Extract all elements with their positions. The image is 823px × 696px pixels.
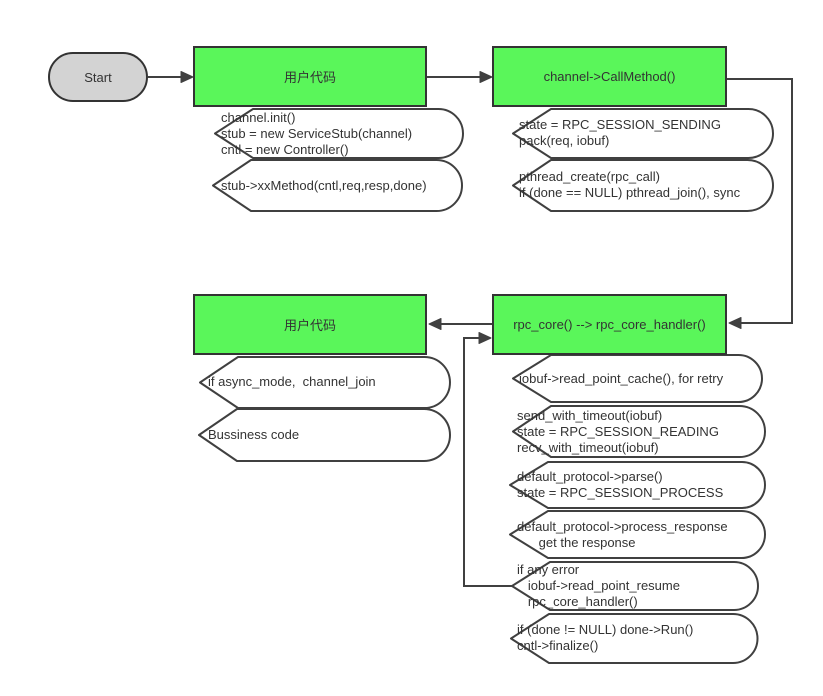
annotation-shape-stub-call [212, 159, 463, 212]
arrowhead-user-code-to-callmethod [479, 71, 493, 83]
node-user-code-mid-label: 用户代码 [283, 318, 336, 333]
annotation-shape-pthread-create [512, 159, 774, 212]
annotation-shape-business-code [198, 408, 451, 462]
annotation-shape-finalize [510, 613, 759, 664]
connector-callmethod-to-rpc-core [727, 78, 793, 324]
annotation-shape-process-response [509, 510, 766, 559]
annotation-text-process-response: default_protocol->process_response get t… [517, 519, 728, 550]
annotation-shape-session-process [509, 461, 766, 509]
annotation-text-stub-call: stub->xxMethod(cntl,req,resp,done) [221, 178, 427, 193]
arrowhead-callmethod-to-rpc-core [728, 317, 742, 329]
node-start-label: Start [84, 69, 112, 85]
annotation-shape-read-point-cache [512, 354, 763, 403]
annotation-shape-error-retry [511, 561, 759, 611]
node-user-code-mid: 用户代码 [193, 294, 427, 355]
node-call-method-label: channel->CallMethod() [543, 69, 676, 84]
node-rpc-core-label: rpc_core() --> rpc_core_handler() [513, 317, 706, 332]
annotation-text-session-sending: state = RPC_SESSION_SENDING pack(req, io… [519, 117, 721, 148]
annotation-text-pthread-create: pthread_create(rpc_call) if (done == NUL… [519, 169, 741, 200]
arrowhead-rpc-core-to-user-code [428, 318, 442, 330]
node-start: Start [48, 52, 148, 102]
annotation-shape-session-sending [512, 108, 774, 159]
node-user-code-top: 用户代码 [193, 46, 427, 107]
node-user-code-top-label: 用户代码 [283, 70, 336, 85]
annotation-text-session-reading: send_with_timeout(iobuf) state = RPC_SES… [517, 408, 719, 455]
annotation-shape-async-join [199, 356, 451, 409]
connector-error-retry-loop [463, 337, 512, 587]
arrowhead-error-retry-loop [478, 332, 492, 344]
annotation-text-async-join: if async_mode, channel_join [208, 374, 376, 389]
annotation-text-finalize: if (done != NULL) done->Run() cntl->fina… [517, 622, 694, 653]
annotation-text-session-process: default_protocol->parse() state = RPC_SE… [517, 469, 724, 500]
annotation-text-channel-init: channel.init() stub = new ServiceStub(ch… [221, 110, 413, 157]
annotation-shape-session-reading [512, 405, 766, 458]
annotation-text-read-point-cache: iobuf->read_point_cache(), for retry [519, 371, 724, 386]
annotation-shape-channel-init [214, 108, 464, 159]
annotation-text-business-code: Bussiness code [208, 427, 300, 442]
node-rpc-core: rpc_core() --> rpc_core_handler() [492, 294, 727, 355]
node-call-method: channel->CallMethod() [492, 46, 727, 107]
annotation-text-error-retry: if any error iobuf->read_point_resume rp… [517, 562, 680, 609]
arrowhead-start-to-user-code [180, 71, 194, 83]
